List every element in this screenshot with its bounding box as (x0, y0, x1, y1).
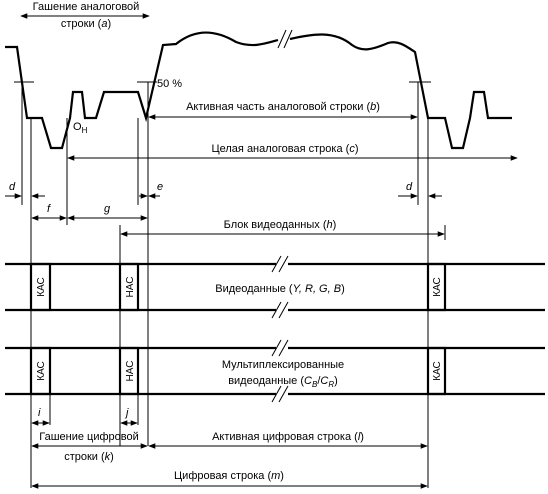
video-data-stream (5, 255, 545, 319)
sav-label-2: НАС (125, 361, 136, 382)
eav-label-4: КАС (432, 361, 443, 381)
digital-blanking-label-line2: строки (k) (64, 451, 114, 463)
multiplexed-label-line1: Мультиплексированные (222, 359, 344, 371)
f-label: f (47, 203, 51, 215)
e-label: e (157, 181, 163, 193)
analog-blanking-label-line2: строки (a) (61, 18, 111, 30)
full-analog-line-label: Целая аналоговая строка (c) (212, 143, 359, 155)
d-label-left: d (9, 181, 16, 193)
analog-blanking-label-line1: Гашение аналоговой (33, 1, 140, 13)
multiplexed-label-line2: видеоданные (CB/CR) (228, 375, 338, 389)
digital-blanking-label-line1: Гашение цифровой (39, 431, 139, 443)
eav-label-1: КАС (36, 277, 47, 297)
fifty-percent-label: 50 % (157, 78, 182, 90)
i-label: i (38, 407, 41, 419)
active-digital-line-label: Активная цифровая строка (l) (212, 431, 364, 443)
oh-label: OH (73, 121, 88, 135)
video-block-label: Блок видеоданных (h) (224, 219, 337, 231)
digital-dimension-arrows (31, 420, 428, 489)
sav-label-1: НАС (125, 277, 136, 298)
digital-line-label: Цифровая строка (m) (174, 470, 284, 482)
active-analog-line-label: Активная часть аналоговой строки (b) (186, 101, 380, 113)
j-label: j (124, 407, 129, 419)
video-data-label: Видеоданные (Y, R, G, B) (215, 283, 345, 295)
multiplexed-data-stream (5, 339, 545, 403)
analog-waveform (5, 29, 512, 150)
d-label-right: d (406, 181, 413, 193)
analog-dimension-arrows (5, 13, 518, 237)
g-label: g (104, 203, 111, 215)
eav-label-2: КАС (432, 277, 443, 297)
eav-label-3: КАС (36, 361, 47, 381)
